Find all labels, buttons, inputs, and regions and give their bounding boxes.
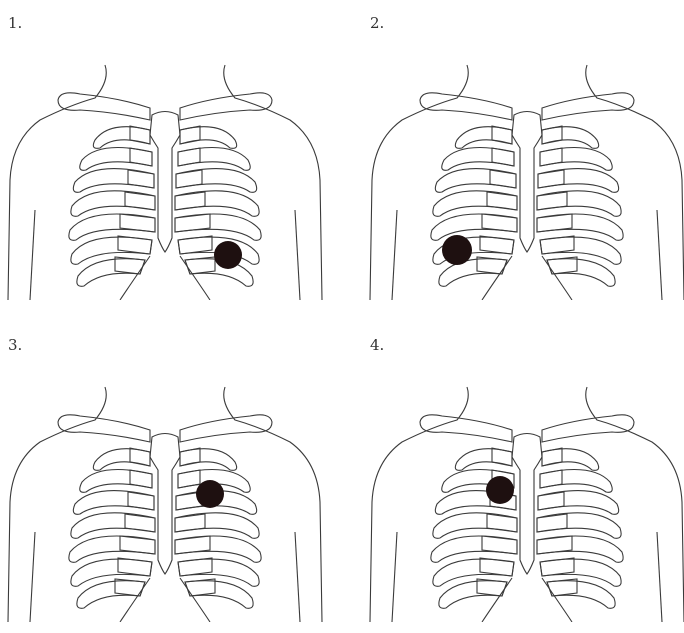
option-panel-1[interactable]: 1. [0, 0, 342, 311]
electrode-marker [442, 235, 472, 265]
electrode-marker [196, 480, 224, 508]
chest-diagram [362, 60, 684, 300]
chest-diagram [0, 382, 330, 622]
chest-diagram [362, 382, 684, 622]
option-panel-2[interactable]: 2. [362, 0, 684, 311]
option-number: 2. [370, 14, 384, 32]
option-panel-3[interactable]: 3. [0, 322, 342, 633]
chest-diagram [0, 60, 330, 300]
electrode-marker [214, 241, 242, 269]
option-panel-4[interactable]: 4. [362, 322, 684, 633]
electrode-marker [486, 476, 514, 504]
option-number: 1. [8, 14, 22, 32]
option-number: 3. [8, 336, 22, 354]
option-number: 4. [370, 336, 384, 354]
